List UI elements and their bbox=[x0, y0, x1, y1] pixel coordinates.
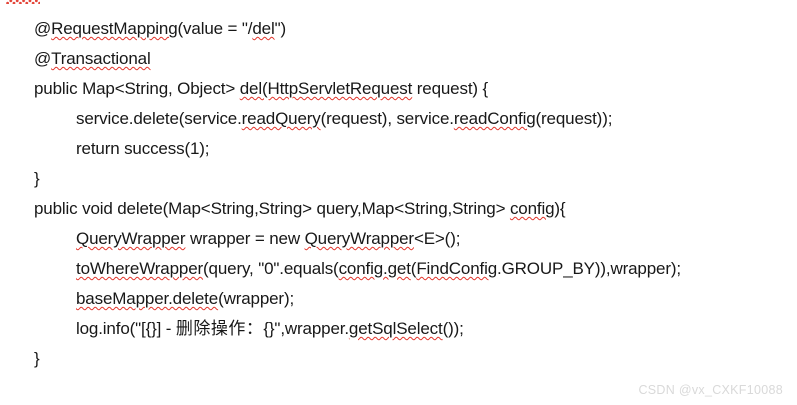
spellcheck-underlined-token: QueryWrapper bbox=[76, 229, 186, 248]
code-token: ()); bbox=[442, 319, 464, 338]
code-line: } bbox=[34, 344, 40, 374]
spellcheck-underlined-token: getSqlSelect bbox=[348, 319, 443, 338]
code-line: public Map<String, Object> del(HttpServl… bbox=[34, 74, 488, 104]
code-token: public void delete(Map<String,String> qu… bbox=[34, 199, 510, 218]
code-token: } bbox=[34, 349, 40, 368]
code-line: @Transactional bbox=[34, 44, 151, 74]
code-line: public void delete(Map<String,String> qu… bbox=[34, 194, 566, 224]
code-token: wrapper = new bbox=[185, 229, 305, 248]
spellcheck-underlined-token: readConfig bbox=[453, 109, 536, 128]
code-token: <E>(); bbox=[413, 229, 461, 248]
spellcheck-underlined-token: RequestMapping bbox=[51, 19, 178, 38]
code-token: public Map<String, Object> bbox=[34, 79, 240, 98]
spellcheck-underlined-token: config bbox=[509, 199, 555, 218]
spellcheck-underlined-token: readQuery bbox=[241, 109, 321, 128]
code-token: ( bbox=[410, 259, 417, 278]
spellcheck-underlined-token: toWhereWrapper bbox=[76, 259, 204, 278]
code-line: } bbox=[34, 164, 40, 194]
code-token: ") bbox=[274, 19, 287, 38]
code-line: service.delete(service.readQuery(request… bbox=[76, 104, 612, 134]
code-token: request) { bbox=[412, 79, 489, 98]
code-token: } bbox=[34, 169, 40, 188]
code-token: return success(1); bbox=[76, 139, 210, 158]
code-token: {}",wrapper. bbox=[263, 319, 349, 338]
code-line: QueryWrapper wrapper = new QueryWrapper<… bbox=[76, 224, 460, 254]
code-token: (request), service. bbox=[320, 109, 454, 128]
spellcheck-underlined-token: Transactional bbox=[51, 49, 151, 68]
code-line: baseMapper.delete(wrapper); bbox=[76, 284, 294, 314]
code-token: (query, "0".equals( bbox=[203, 259, 339, 278]
code-token: service.delete(service. bbox=[76, 109, 242, 128]
clipped-spellcheck-underline-icon bbox=[6, 0, 40, 4]
code-token: log.info("[{}] - bbox=[76, 319, 176, 338]
code-token: @ bbox=[34, 49, 52, 68]
code-line: @RequestMapping(value = "/del") bbox=[34, 14, 286, 44]
code-token: (request)); bbox=[535, 109, 613, 128]
spellcheck-underlined-token: del(HttpServletRequest bbox=[239, 79, 413, 98]
spellcheck-underlined-token: FindConfig bbox=[416, 259, 498, 278]
spellcheck-underlined-token: del bbox=[252, 19, 275, 38]
code-token: .GROUP_BY)),wrapper); bbox=[497, 259, 681, 278]
spellcheck-underlined-token: baseMapper.delete bbox=[76, 289, 219, 308]
code-token: ){ bbox=[554, 199, 566, 218]
code-token: @ bbox=[34, 19, 52, 38]
code-line: toWhereWrapper(query, "0".equals(config.… bbox=[76, 254, 681, 284]
spellcheck-underlined-token: QueryWrapper bbox=[304, 229, 415, 248]
code-token: (value = "/ bbox=[177, 19, 253, 38]
code-line: log.info("[{}] - 删除操作：{}",wrapper.getSql… bbox=[76, 314, 464, 344]
spellcheck-underlined-token: config.get bbox=[338, 259, 411, 278]
csdn-watermark: CSDN @vx_CXKF10088 bbox=[638, 383, 783, 397]
cjk-text-token: 删除操作： bbox=[175, 319, 264, 339]
code-line: return success(1); bbox=[76, 134, 209, 164]
code-token: (wrapper); bbox=[218, 289, 295, 308]
